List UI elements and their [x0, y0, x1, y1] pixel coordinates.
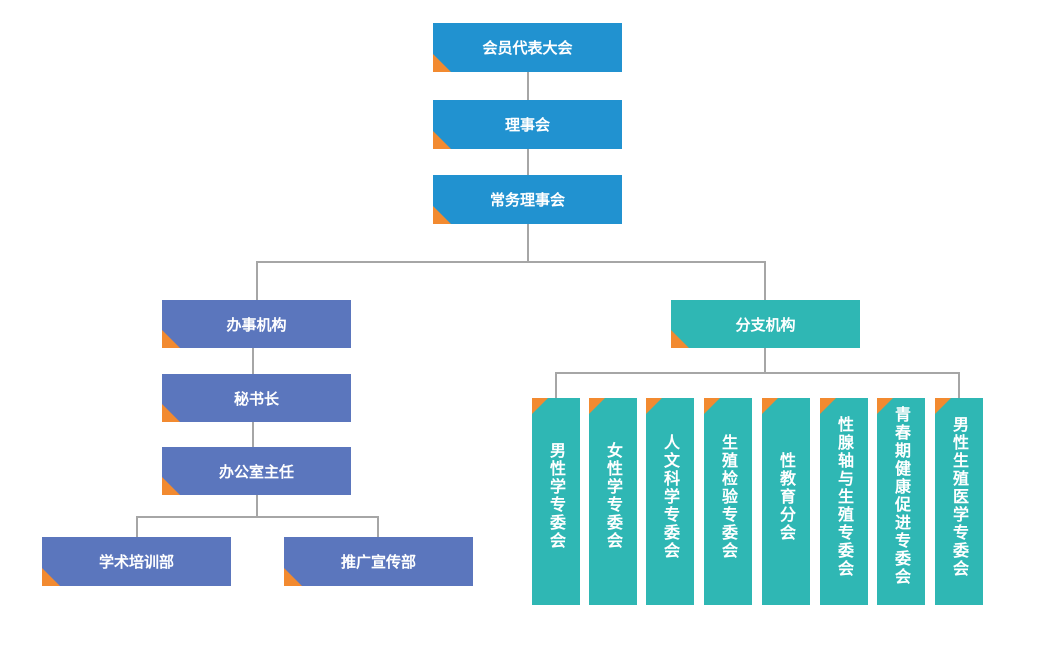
branches-box: 分支机构 [671, 300, 860, 348]
branch-item: 人文科学专委会 [646, 398, 694, 605]
corner-accent [762, 398, 778, 414]
corner-accent [162, 477, 180, 495]
office-label: 办事机构 [226, 315, 287, 334]
corner-accent [162, 404, 180, 422]
branch-item: 女性学专委会 [589, 398, 637, 605]
office-director-box: 办公室主任 [162, 447, 351, 495]
branch-item: 青春期健康促进专委会 [877, 398, 925, 605]
corner-accent [935, 398, 951, 414]
standing-council-label: 常务理事会 [489, 191, 565, 209]
branch-item-label: 女性学专委会 [604, 442, 623, 550]
branch-item-label: 生殖检验专委会 [719, 434, 738, 560]
secretary-general-label: 秘书长 [233, 389, 279, 408]
corner-accent [646, 398, 662, 414]
corner-accent [820, 398, 836, 414]
corner-accent [671, 330, 689, 348]
branch-item-label: 人文科学专委会 [661, 434, 680, 560]
promotion-box: 推广宣传部 [284, 537, 473, 586]
academic-training-label: 学术培训部 [98, 553, 174, 571]
council-box: 理事会 [433, 100, 622, 149]
corner-accent [433, 131, 451, 149]
corner-accent [877, 398, 893, 414]
promotion-label: 推广宣传部 [340, 553, 416, 571]
branch-item-label: 青春期健康促进专委会 [892, 406, 911, 586]
corner-accent [162, 330, 180, 348]
branch-item: 男性学专委会 [532, 398, 580, 605]
branch-item: 生殖检验专委会 [704, 398, 752, 605]
assembly-label: 会员代表大会 [482, 39, 573, 57]
secretary-general-box: 秘书长 [162, 374, 351, 422]
corner-accent [433, 54, 451, 72]
office-box: 办事机构 [162, 300, 351, 348]
branch-item-label: 男性学专委会 [547, 442, 566, 550]
corner-accent [284, 568, 302, 586]
academic-training-box: 学术培训部 [42, 537, 231, 586]
standing-council-box: 常务理事会 [433, 175, 622, 224]
council-label: 理事会 [504, 116, 550, 134]
corner-accent [42, 568, 60, 586]
corner-accent [433, 206, 451, 224]
corner-accent [704, 398, 720, 414]
corner-accent [589, 398, 605, 414]
branch-item-label: 性腺轴与生殖专委会 [835, 416, 854, 578]
branch-item: 男性生殖医学专委会 [935, 398, 983, 605]
assembly-box: 会员代表大会 [433, 23, 622, 72]
branch-item-label: 男性生殖医学专委会 [950, 416, 969, 578]
branches-label: 分支机构 [735, 315, 796, 334]
branch-item: 性教育分会 [762, 398, 810, 605]
corner-accent [532, 398, 548, 414]
branch-item: 性腺轴与生殖专委会 [820, 398, 868, 605]
branch-item-label: 性教育分会 [777, 452, 796, 542]
office-director-label: 办公室主任 [218, 462, 294, 481]
